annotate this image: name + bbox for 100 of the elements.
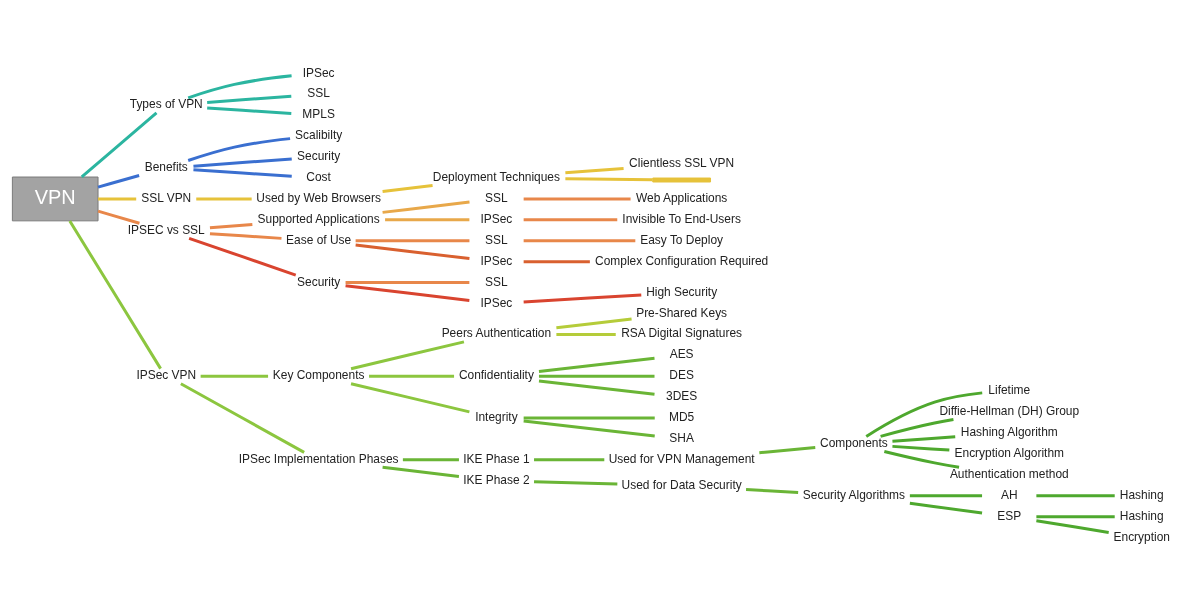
node-text: Confidentiality xyxy=(458,368,534,383)
node-text: Supported Applications xyxy=(257,211,380,226)
connector xyxy=(180,382,305,454)
node-text: Web Applications xyxy=(635,191,728,206)
node-text: SSL VPN xyxy=(141,191,192,206)
connector xyxy=(538,356,655,373)
node-text: Hashing Algorithm xyxy=(960,425,1058,440)
node-text: IPSec xyxy=(480,295,513,310)
node-text: IPSec VPN xyxy=(136,368,197,383)
node-text: Pre-Shared Keys xyxy=(636,305,728,320)
node-text: Components xyxy=(820,436,888,451)
node-text: SSL xyxy=(485,232,508,247)
connector xyxy=(382,200,470,214)
node-text: AES xyxy=(669,347,694,362)
connector xyxy=(355,239,470,243)
connector xyxy=(534,480,618,486)
node-text: Key Components xyxy=(272,368,365,383)
connector xyxy=(97,209,140,225)
node-text: Security xyxy=(297,149,341,164)
connector xyxy=(193,157,292,168)
node-text: Diffie-Hellman (DH) Group xyxy=(939,404,1080,419)
node-text: IPSEC vs SSL xyxy=(127,222,205,237)
connector xyxy=(565,177,653,182)
node-text: Lifetime xyxy=(988,383,1031,398)
connector xyxy=(523,419,655,438)
node-text: Used for Data Security xyxy=(621,477,742,492)
node-text: IKE Phase 1 xyxy=(463,451,530,466)
node-text: Authentication method xyxy=(949,466,1069,481)
connector xyxy=(523,239,636,243)
node-text: RSA Digital Signatures xyxy=(621,326,743,341)
connector xyxy=(209,223,253,230)
node-bar xyxy=(652,177,711,183)
node-text: Benefits xyxy=(144,160,188,175)
connector xyxy=(538,379,655,396)
connector xyxy=(382,184,433,193)
connector xyxy=(745,487,799,494)
node-text: SSL xyxy=(485,191,508,206)
node-text: ESP xyxy=(997,508,1022,523)
node-text: Clientless SSL VPN xyxy=(629,156,735,171)
node-text: Security Algorithms xyxy=(802,487,906,502)
connector xyxy=(345,281,470,285)
node-text: Hashing xyxy=(1119,487,1164,502)
node-text: IPSec xyxy=(480,253,513,268)
node-box: VPN xyxy=(11,176,99,222)
connector xyxy=(188,236,297,277)
node-text: IPSec xyxy=(302,65,335,80)
connector xyxy=(80,111,158,179)
connector xyxy=(402,458,459,462)
connector xyxy=(193,168,292,178)
node-text: AH xyxy=(1001,487,1018,502)
node-text: Scalibilty xyxy=(295,128,343,143)
node-text: Hashing xyxy=(1119,508,1164,523)
node-text: Ease of Use xyxy=(286,232,352,247)
node-text: Easy To Deploy xyxy=(640,232,724,247)
connector xyxy=(68,220,162,370)
connector xyxy=(759,445,816,455)
node-text: Encryption Algorithm xyxy=(954,445,1065,460)
connector xyxy=(209,232,282,240)
connector xyxy=(385,218,470,222)
connector xyxy=(556,317,632,330)
node-text: DES xyxy=(669,368,694,383)
connector xyxy=(1036,494,1115,498)
node-text: High Security xyxy=(646,284,718,299)
node-text: Peers Authentication xyxy=(441,326,552,341)
connector xyxy=(880,418,954,438)
connector xyxy=(369,374,455,378)
connector xyxy=(538,374,655,378)
connector xyxy=(523,260,590,264)
connector xyxy=(556,332,616,336)
connector xyxy=(350,340,465,371)
node-text: Encryption xyxy=(1113,529,1170,544)
connector xyxy=(187,137,291,162)
node-text: Invisible To End-Users xyxy=(622,211,741,226)
connector xyxy=(909,501,983,515)
connector xyxy=(196,197,252,201)
connector xyxy=(523,416,655,420)
connector xyxy=(355,243,470,261)
connector xyxy=(200,374,269,378)
node-text: 3DES xyxy=(666,389,698,404)
connector xyxy=(187,74,292,100)
connector xyxy=(98,197,137,201)
connector xyxy=(565,166,624,175)
node-text: MPLS xyxy=(302,107,335,122)
node-text: Complex Configuration Required xyxy=(595,253,769,268)
node-text: IPSec Implementation Phases xyxy=(238,451,399,466)
node-text: Cost xyxy=(306,170,331,185)
node-text: Types of VPN xyxy=(129,97,203,112)
connector xyxy=(207,94,292,104)
connector xyxy=(345,284,470,302)
node-text: Used by Web Browsers xyxy=(256,191,381,206)
connector xyxy=(892,444,950,452)
node-text: Deployment Techniques xyxy=(432,170,560,185)
connector xyxy=(523,197,631,201)
node-text: IPSec xyxy=(480,211,513,226)
connector xyxy=(523,293,642,304)
node-text: SHA xyxy=(669,431,694,446)
connector xyxy=(97,174,140,189)
connector xyxy=(865,391,983,438)
connector xyxy=(350,382,470,414)
connector xyxy=(1036,519,1109,534)
